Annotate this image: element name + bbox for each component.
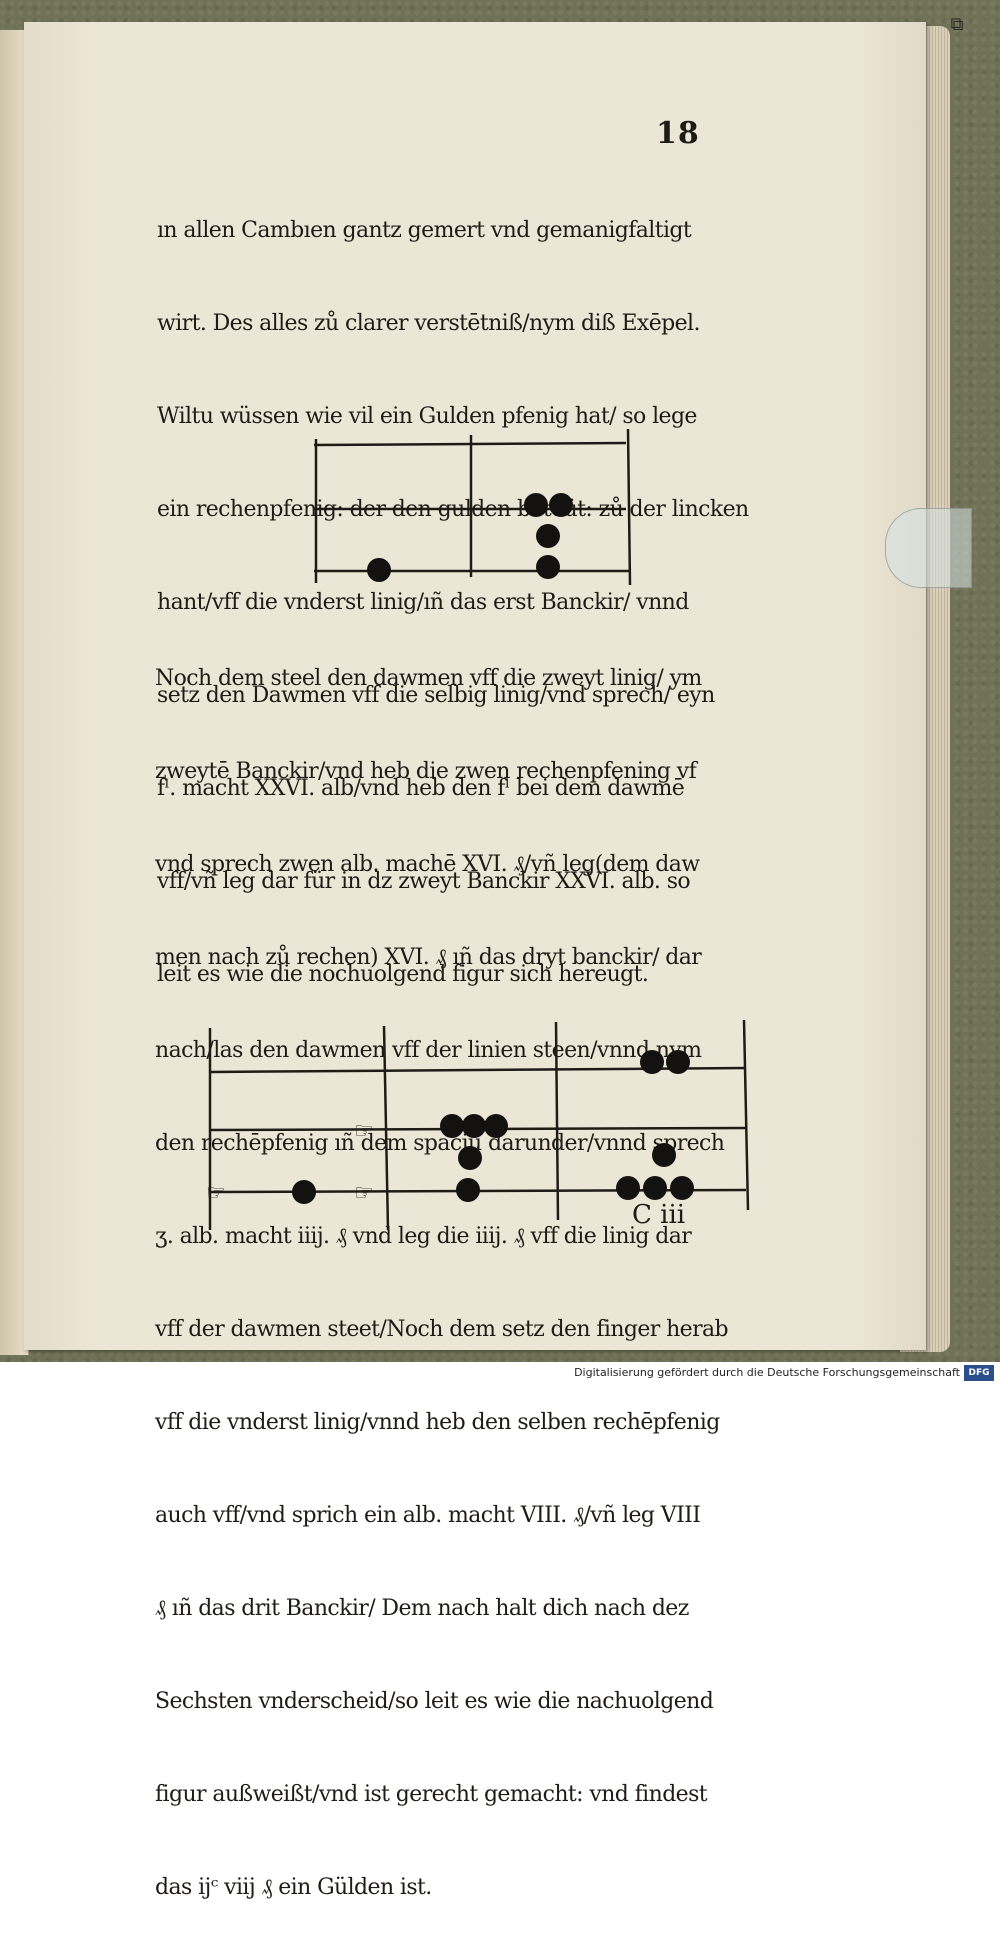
- text-line: vff/vñ leg dar für in dz zweyt Banckir X…: [157, 869, 691, 894]
- counter-token: [292, 1180, 316, 1204]
- text-line: fˡ. macht XXVI. alb/vnd heb den fˡ bei d…: [157, 776, 685, 801]
- text-line: leit es wie die nochuolgend figur sich h…: [157, 962, 649, 987]
- board-divider: [554, 1021, 560, 1221]
- signature-mark: C iii: [632, 1200, 686, 1230]
- text-line: nach/las den dawmen vff der linien steen…: [155, 1038, 702, 1063]
- counter-token: [616, 1176, 640, 1200]
- footer-bar: Digitalisierung gefördert durch die Deut…: [0, 1362, 1000, 1385]
- counter-token: [484, 1114, 508, 1138]
- counter-token: [440, 1114, 464, 1138]
- counting-board-figure-1: [313, 428, 632, 586]
- counter-token: [549, 493, 573, 517]
- text-line: men nach zů rechen) XVI. ₰ ıñ das dryt b…: [155, 945, 702, 970]
- counter-token: [536, 524, 560, 548]
- text-line: wirt. Des alles zů clarer verstētniß/nym…: [157, 311, 700, 336]
- pointing-hand-icon: ☞: [206, 1181, 226, 1206]
- counter-token: [458, 1146, 482, 1170]
- counter-token: [670, 1176, 694, 1200]
- counter-token: [652, 1143, 676, 1167]
- text-line: ₰ ıñ das drit Banckir/ Dem nach halt dic…: [155, 1596, 689, 1621]
- board-divider: [626, 428, 632, 586]
- pointing-hand-icon: ☞: [354, 1181, 374, 1206]
- counter-token: [643, 1176, 667, 1200]
- text-line: vff der dawmen steet/Noch dem setz den f…: [155, 1317, 729, 1342]
- text-line: ʒ. alb. macht iiij. ₰ vnd leg die iiij. …: [155, 1224, 692, 1249]
- page-number: 18: [656, 116, 700, 151]
- text-line: ın allen Cambıen gantz gemert vnd gemani…: [157, 218, 692, 243]
- page-clip: [885, 508, 972, 588]
- text-line: das ijᶜ viij ₰ ein Gülden ist.: [155, 1875, 432, 1900]
- dfg-logo: DFG: [964, 1365, 994, 1381]
- counter-token: [456, 1178, 480, 1202]
- text-line: vnd sprech zwen alb. machē XVI. ₰/vñ leg…: [155, 852, 700, 877]
- paragraph-1: ın allen Cambıen gantz gemert vnd gemani…: [157, 153, 749, 1021]
- footer-credit: Digitalisierung gefördert durch die Deut…: [574, 1366, 960, 1379]
- text-line: setz den Dawmen vff die selbig linig/vnd…: [157, 683, 715, 708]
- counter-token: [536, 555, 560, 579]
- text-line: Noch dem steel den dawmen vff die zweyt …: [155, 666, 702, 691]
- corner-mark-icon: ⧉: [950, 14, 964, 35]
- text-line: figur außweißt/vnd ist gerecht gemacht: …: [155, 1782, 708, 1807]
- board-divider: [382, 1025, 390, 1231]
- text-line: auch vff/vnd sprich ein alb. macht VIII.…: [155, 1503, 701, 1528]
- text-line: vff die vnderst linig/vnnd heb den selbe…: [155, 1410, 720, 1435]
- board-line-top: [209, 1066, 747, 1074]
- book-page: [24, 22, 926, 1350]
- counter-token: [367, 558, 391, 582]
- paragraph-2: Noch dem steel den dawmen vff die zweyt …: [155, 601, 729, 1934]
- pointing-hand-icon: ☞: [354, 1119, 374, 1144]
- text-line: Sechsten vnderscheid/so leit es wie die …: [155, 1689, 714, 1714]
- counter-token: [666, 1050, 690, 1074]
- counting-board-figure-2: ☞ ☞ ☞: [206, 1020, 750, 1231]
- text-line: Wiltu wüssen wie vil ein Gulden pfenig h…: [157, 404, 697, 429]
- counter-token: [640, 1050, 664, 1074]
- text-line: zweytē Banckir/vnd heb die zwen rechenpf…: [155, 759, 697, 784]
- text-line: hant/vff die vnderst linig/ıñ das erst B…: [157, 590, 689, 615]
- counter-token: [462, 1114, 486, 1138]
- board-divider: [742, 1020, 750, 1211]
- counter-token: [524, 493, 548, 517]
